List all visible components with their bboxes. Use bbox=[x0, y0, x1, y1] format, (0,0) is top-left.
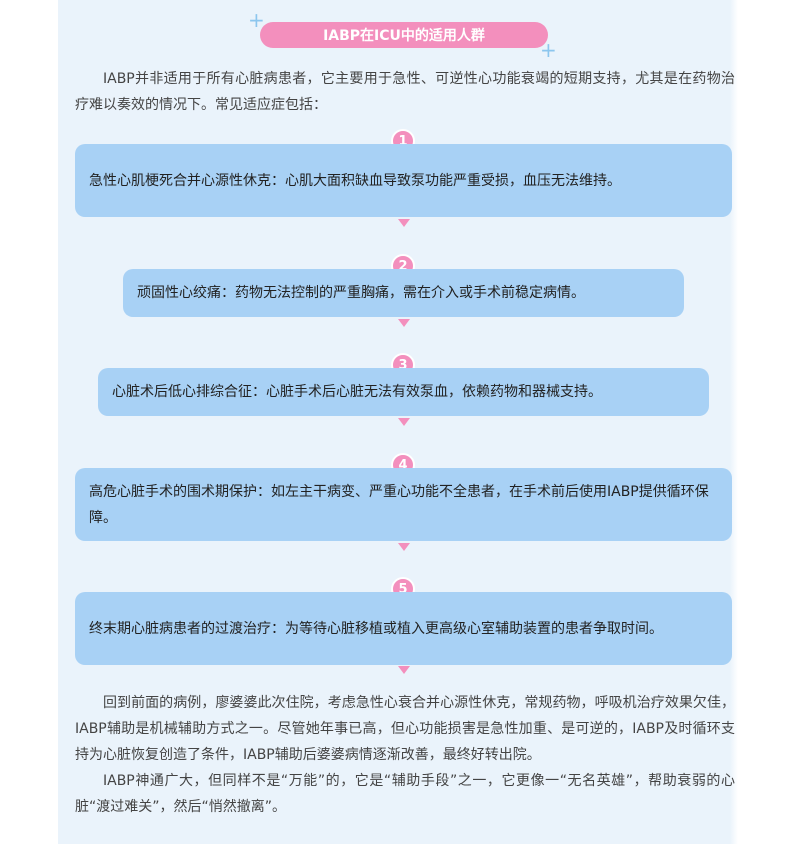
intro-text: IABP并非适用于所有心脏病患者，它主要用于急性、可逆性心功能衰竭的短期支持，尤… bbox=[75, 71, 735, 113]
closing-paragraph-1: 回到前面的病例，廖婆婆此次住院，考虑急性心衰合并心源性休克，常规药物，呼吸机治疗… bbox=[75, 695, 735, 763]
indication-text-4: 高危心脏手术的围术期保护：如左主干病变、严重心功能不全患者，在手术前后使用IAB… bbox=[89, 483, 709, 526]
closing-paragraph-2: IABP神通广大，但同样不是“万能”的，它是“辅助手段”之一，它更像一“无名英雄… bbox=[75, 773, 735, 815]
plus-decoration-icon: + bbox=[248, 8, 265, 32]
down-arrow-icon bbox=[398, 666, 410, 674]
indication-text-2: 顽固性心绞痛：药物无法控制的严重胸痛，需在介入或手术前稳定病情。 bbox=[137, 285, 585, 301]
section-title: IABP在ICU中的适用人群 bbox=[260, 22, 548, 48]
indication-card-3: 心脏术后低心排综合征：心脏手术后心脏无法有效泵血，依赖药物和器械支持。 bbox=[98, 368, 709, 416]
intro-paragraph: IABP并非适用于所有心脏病患者，它主要用于急性、可逆性心功能衰竭的短期支持，尤… bbox=[75, 66, 735, 118]
down-arrow-icon bbox=[398, 543, 410, 551]
indication-card-2: 顽固性心绞痛：药物无法控制的严重胸痛，需在介入或手术前稳定病情。 bbox=[123, 269, 684, 317]
panel-edge bbox=[730, 0, 738, 844]
indication-text-1: 急性心肌梗死合并心源性休克：心肌大面积缺血导致泵功能严重受损，血压无法维持。 bbox=[89, 172, 621, 189]
indication-card-1: 急性心肌梗死合并心源性休克：心肌大面积缺血导致泵功能严重受损，血压无法维持。 bbox=[75, 144, 732, 217]
indication-card-5: 终末期心脏病患者的过渡治疗：为等待心脏移植或植入更高级心室辅助装置的患者争取时间… bbox=[75, 592, 732, 665]
down-arrow-icon bbox=[398, 319, 410, 327]
closing-section: 回到前面的病例，廖婆婆此次住院，考虑急性心衰合并心源性休克，常规药物，呼吸机治疗… bbox=[75, 690, 735, 820]
plus-decoration-icon: + bbox=[540, 38, 557, 62]
indication-text-5: 终末期心脏病患者的过渡治疗：为等待心脏移植或植入更高级心室辅助装置的患者争取时间… bbox=[89, 620, 663, 637]
indication-card-4: 高危心脏手术的围术期保护：如左主干病变、严重心功能不全患者，在手术前后使用IAB… bbox=[75, 468, 732, 541]
down-arrow-icon bbox=[398, 418, 410, 426]
down-arrow-icon bbox=[398, 219, 410, 227]
indication-text-3: 心脏术后低心排综合征：心脏手术后心脏无法有效泵血，依赖药物和器械支持。 bbox=[112, 384, 602, 400]
